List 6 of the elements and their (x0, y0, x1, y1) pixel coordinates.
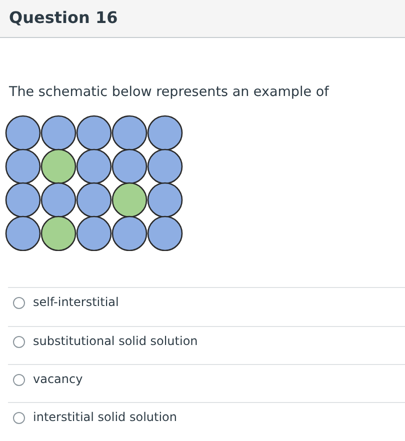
answer-option: self-interstitial (33, 295, 119, 309)
question-text: The schematic below represents an example of (9, 84, 329, 100)
question-title: Question 16 (9, 8, 118, 27)
answer-option: interstitial solid solution (33, 410, 178, 424)
answer-option: vacancy (33, 372, 83, 386)
answer-option: substitutional solid solution (33, 334, 198, 348)
